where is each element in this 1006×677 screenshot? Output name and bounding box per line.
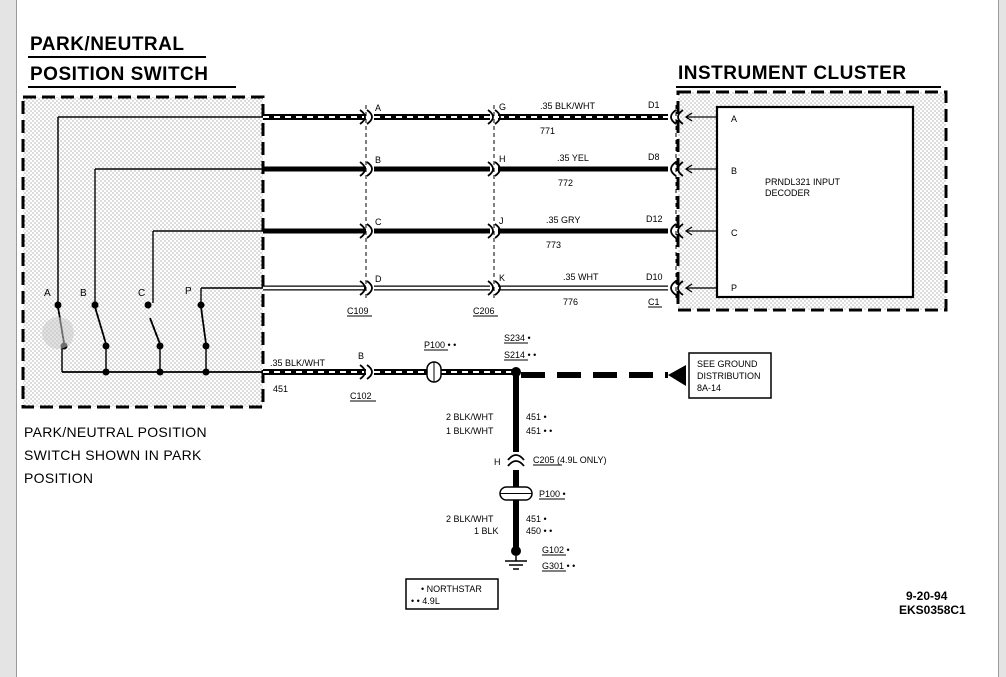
c109-pin-label: A — [375, 103, 381, 113]
circuit-number-label: 771 — [540, 126, 555, 136]
connector-c206-label: C206 — [473, 306, 495, 316]
ground-wire-gauge: .35 BLK/WHT — [270, 358, 326, 368]
switch-contact-label: C — [138, 288, 145, 299]
legend-northstar: • NORTHSTAR — [421, 584, 482, 594]
decoder-label-line2: DECODER — [765, 188, 811, 198]
park-neutral-switch-box — [21, 95, 265, 409]
drop-wire-label: 1 BLK — [474, 526, 499, 536]
p100-bottom-label: P100 • — [539, 489, 566, 499]
caption-line3: POSITION — [24, 470, 93, 486]
circuit-number-label: 772 — [558, 178, 573, 188]
viewer-left-border — [0, 0, 17, 677]
connector-c102-terminal — [359, 364, 373, 380]
switch-contact-dots — [54, 301, 210, 376]
connector-c102-label: C102 — [350, 391, 372, 401]
viewer-right-border — [998, 0, 1006, 677]
p100-top-label: P100 • • — [424, 340, 456, 350]
connector-c109-label: C109 — [347, 306, 369, 316]
splice-s214-label: S214 • • — [504, 350, 536, 360]
c206-pin-label: G — [499, 102, 506, 112]
diagram-date: 9-20-94 — [906, 589, 948, 603]
c109-pin-label: C — [375, 217, 382, 227]
switch-contact-label: P — [185, 286, 192, 297]
ground-ref-line1: SEE GROUND — [697, 359, 758, 369]
legend-4-9l: • • 4.9L — [411, 596, 440, 606]
circuit-number-label: 773 — [546, 240, 561, 250]
ground-g301-label: G301 • • — [542, 561, 575, 571]
splice-dot — [511, 367, 521, 377]
legend-box — [405, 578, 499, 610]
switch-contact-label: A — [44, 288, 51, 299]
drop-wire-label: 2 BLK/WHT — [446, 412, 494, 422]
c206-pin-label: H — [499, 154, 506, 164]
prndl-decoder-box — [715, 105, 915, 299]
wire-color-label: .35 GRY — [546, 215, 580, 225]
cluster-pin-label: P — [731, 283, 737, 293]
connector-terminals — [359, 109, 684, 296]
ground-ref-arrow-icon — [668, 365, 686, 386]
drop-wire-label: 2 BLK/WHT — [446, 514, 494, 524]
wire-color-label: .35 WHT — [563, 272, 599, 282]
drop-circuit-label: 451 • — [526, 412, 547, 422]
drop-circuit-label: 450 • • — [526, 526, 552, 536]
ground-ref-line2: DISTRIBUTION — [697, 371, 761, 381]
wire-color-label: .35 BLK/WHT — [540, 101, 596, 111]
c205-pin-label: H — [494, 457, 501, 467]
c109-pin-label: B — [375, 155, 381, 165]
connector-c205-label: C205 (4.9L ONLY) — [533, 455, 607, 465]
ground-wire-circuit: 451 — [273, 384, 288, 394]
switch-contact-label: B — [80, 288, 87, 299]
c206-pin-label: J — [499, 216, 504, 226]
decoder-label-line1: PRNDL321 INPUT — [765, 177, 841, 187]
ground-reference-box — [688, 352, 772, 399]
switch-title-line1: PARK/NEUTRAL — [30, 34, 184, 55]
splice-s234-label: S234 • — [504, 333, 531, 343]
c1-pin-label: D8 — [648, 152, 660, 162]
diagram-code: EKS0358C1 — [899, 603, 966, 617]
c102-pin-label: B — [358, 351, 364, 361]
cluster-internal-leads — [684, 112, 717, 293]
connector-c205-terminal — [507, 454, 525, 467]
park-highlight — [42, 317, 74, 349]
caption-line2: SWITCH SHOWN IN PARK — [24, 447, 202, 463]
ground-ref-line3: 8A-14 — [697, 383, 721, 393]
wire-color-label: .35 YEL — [557, 153, 589, 163]
connector-c1-label: C1 — [648, 297, 660, 307]
ground-icon — [505, 546, 527, 570]
c206-pin-label: K — [499, 273, 505, 283]
circuit-number-label: 776 — [563, 297, 578, 307]
drop-circuit-label: 451 • • — [526, 426, 552, 436]
caption-line1: PARK/NEUTRAL POSITION — [24, 424, 207, 440]
switch-title-line2: POSITION SWITCH — [30, 64, 209, 85]
drop-wire-label: 1 BLK/WHT — [446, 426, 494, 436]
switch-internals — [57, 116, 263, 373]
wiring-diagram: PARK/NEUTRAL POSITION SWITCH INSTRUMENT … — [21, 34, 966, 617]
cluster-pin-label: B — [731, 166, 737, 176]
cluster-pin-label: A — [731, 114, 737, 124]
ground-g102-label: G102 • — [542, 545, 570, 555]
c1-pin-label: D1 — [648, 100, 660, 110]
cluster-title: INSTRUMENT CLUSTER — [678, 63, 907, 84]
c109-pin-label: D — [375, 274, 382, 284]
c1-pin-label: D12 — [646, 214, 663, 224]
c1-pin-label: D10 — [646, 272, 663, 282]
drop-circuit-label: 451 • — [526, 514, 547, 524]
cluster-pin-label: C — [731, 228, 738, 238]
